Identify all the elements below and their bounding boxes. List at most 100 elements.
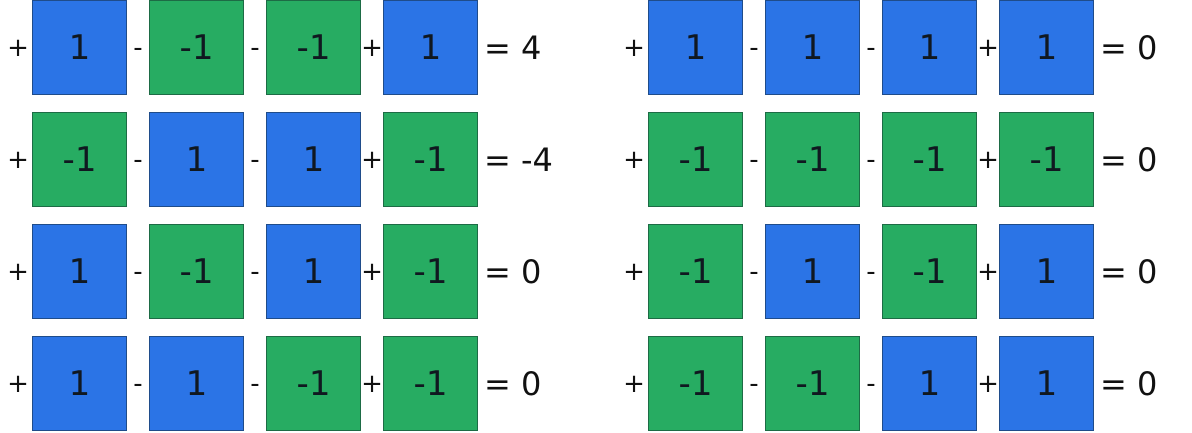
value-label: -1 bbox=[912, 139, 947, 180]
positive-value-box: 1 bbox=[648, 0, 743, 95]
value-label: -1 bbox=[296, 27, 331, 68]
minus-operator: - bbox=[866, 368, 876, 399]
minus-operator: - bbox=[749, 144, 759, 175]
plus-operator: + bbox=[977, 256, 999, 287]
plus-operator: + bbox=[623, 32, 645, 63]
positive-value-box: 1 bbox=[882, 0, 977, 95]
minus-operator: - bbox=[866, 256, 876, 287]
negative-value-box: -1 bbox=[383, 224, 478, 319]
value-label: 1 bbox=[302, 251, 325, 292]
value-label: 1 bbox=[185, 363, 208, 404]
value-label: 1 bbox=[68, 363, 91, 404]
equation-result: = -4 bbox=[484, 140, 553, 179]
value-label: -1 bbox=[413, 139, 448, 180]
plus-operator: + bbox=[7, 144, 29, 175]
negative-value-box: -1 bbox=[648, 112, 743, 207]
minus-operator: - bbox=[749, 256, 759, 287]
right-equation-group: +1-1-1+1= 0+-1--1--1+-1= 0+-1-1--1+1= 0+… bbox=[616, 0, 1192, 433]
minus-operator: - bbox=[749, 368, 759, 399]
plus-operator: + bbox=[7, 256, 29, 287]
value-label: 1 bbox=[918, 363, 941, 404]
plus-operator: + bbox=[7, 32, 29, 63]
equation-result: = 0 bbox=[1100, 28, 1158, 67]
plus-operator: + bbox=[361, 368, 383, 399]
equation-result: = 0 bbox=[1100, 364, 1158, 403]
plus-operator: + bbox=[623, 144, 645, 175]
value-label: -1 bbox=[413, 251, 448, 292]
equation-row: +-1-1-1+-1= -4 bbox=[0, 112, 580, 207]
value-label: 1 bbox=[68, 251, 91, 292]
positive-value-box: 1 bbox=[32, 336, 127, 431]
value-label: 1 bbox=[1035, 27, 1058, 68]
value-label: -1 bbox=[678, 139, 713, 180]
value-label: -1 bbox=[912, 251, 947, 292]
value-label: -1 bbox=[413, 363, 448, 404]
positive-value-box: 1 bbox=[765, 224, 860, 319]
positive-value-box: 1 bbox=[266, 112, 361, 207]
equation-result: = 0 bbox=[484, 364, 542, 403]
negative-value-box: -1 bbox=[32, 112, 127, 207]
positive-value-box: 1 bbox=[383, 0, 478, 95]
plus-operator: + bbox=[977, 32, 999, 63]
positive-value-box: 1 bbox=[149, 336, 244, 431]
value-label: -1 bbox=[179, 27, 214, 68]
positive-value-box: 1 bbox=[882, 336, 977, 431]
positive-value-box: 1 bbox=[999, 336, 1094, 431]
value-label: -1 bbox=[1029, 139, 1064, 180]
minus-operator: - bbox=[250, 368, 260, 399]
value-label: -1 bbox=[678, 363, 713, 404]
negative-value-box: -1 bbox=[765, 112, 860, 207]
value-label: 1 bbox=[419, 27, 442, 68]
value-label: 1 bbox=[801, 251, 824, 292]
equation-result: = 4 bbox=[484, 28, 542, 67]
minus-operator: - bbox=[133, 368, 143, 399]
positive-value-box: 1 bbox=[32, 0, 127, 95]
equation-row: +-1-1--1+1= 0 bbox=[616, 224, 1192, 319]
value-label: -1 bbox=[296, 363, 331, 404]
minus-operator: - bbox=[250, 32, 260, 63]
negative-value-box: -1 bbox=[882, 224, 977, 319]
value-label: 1 bbox=[684, 27, 707, 68]
value-label: -1 bbox=[678, 251, 713, 292]
equation-row: + -1 - -1 - -1 + -1 = 0 bbox=[616, 112, 1192, 207]
negative-value-box: -1 bbox=[999, 112, 1094, 207]
value-label: 1 bbox=[1035, 363, 1058, 404]
minus-operator: - bbox=[250, 256, 260, 287]
equation-result: = 0 bbox=[1100, 252, 1158, 291]
minus-operator: - bbox=[250, 144, 260, 175]
value-label: 1 bbox=[185, 139, 208, 180]
value-label: 1 bbox=[1035, 251, 1058, 292]
equation-row: +1--1-1+-1= 0 bbox=[0, 224, 580, 319]
value-label: -1 bbox=[62, 139, 97, 180]
negative-value-box: -1 bbox=[383, 336, 478, 431]
minus-operator: - bbox=[866, 144, 876, 175]
plus-operator: + bbox=[977, 368, 999, 399]
positive-value-box: 1 bbox=[765, 0, 860, 95]
equation-row: +1-1-1+1= 0 bbox=[616, 0, 1192, 95]
negative-value-box: -1 bbox=[383, 112, 478, 207]
negative-value-box: -1 bbox=[648, 224, 743, 319]
negative-value-box: -1 bbox=[266, 0, 361, 95]
negative-value-box: -1 bbox=[765, 336, 860, 431]
minus-operator: - bbox=[133, 256, 143, 287]
plus-operator: + bbox=[623, 256, 645, 287]
equation-result: = 0 bbox=[1100, 140, 1158, 179]
equation-row: +1-1--1+-1= 0 bbox=[0, 336, 580, 431]
negative-value-box: -1 bbox=[882, 112, 977, 207]
minus-operator: - bbox=[133, 32, 143, 63]
negative-value-box: -1 bbox=[648, 336, 743, 431]
plus-operator: + bbox=[361, 32, 383, 63]
value-label: 1 bbox=[801, 27, 824, 68]
value-label: 1 bbox=[302, 139, 325, 180]
equation-row: +1--1--1+1= 4 bbox=[0, 0, 580, 95]
positive-value-box: 1 bbox=[266, 224, 361, 319]
equation-result: = 0 bbox=[484, 252, 542, 291]
value-label: -1 bbox=[179, 251, 214, 292]
plus-operator: + bbox=[623, 368, 645, 399]
plus-operator: + bbox=[977, 144, 999, 175]
plus-operator: + bbox=[7, 368, 29, 399]
value-label: -1 bbox=[795, 139, 830, 180]
equation-row: +-1--1-1+1= 0 bbox=[616, 336, 1192, 431]
positive-value-box: 1 bbox=[999, 0, 1094, 95]
positive-value-box: 1 bbox=[999, 224, 1094, 319]
